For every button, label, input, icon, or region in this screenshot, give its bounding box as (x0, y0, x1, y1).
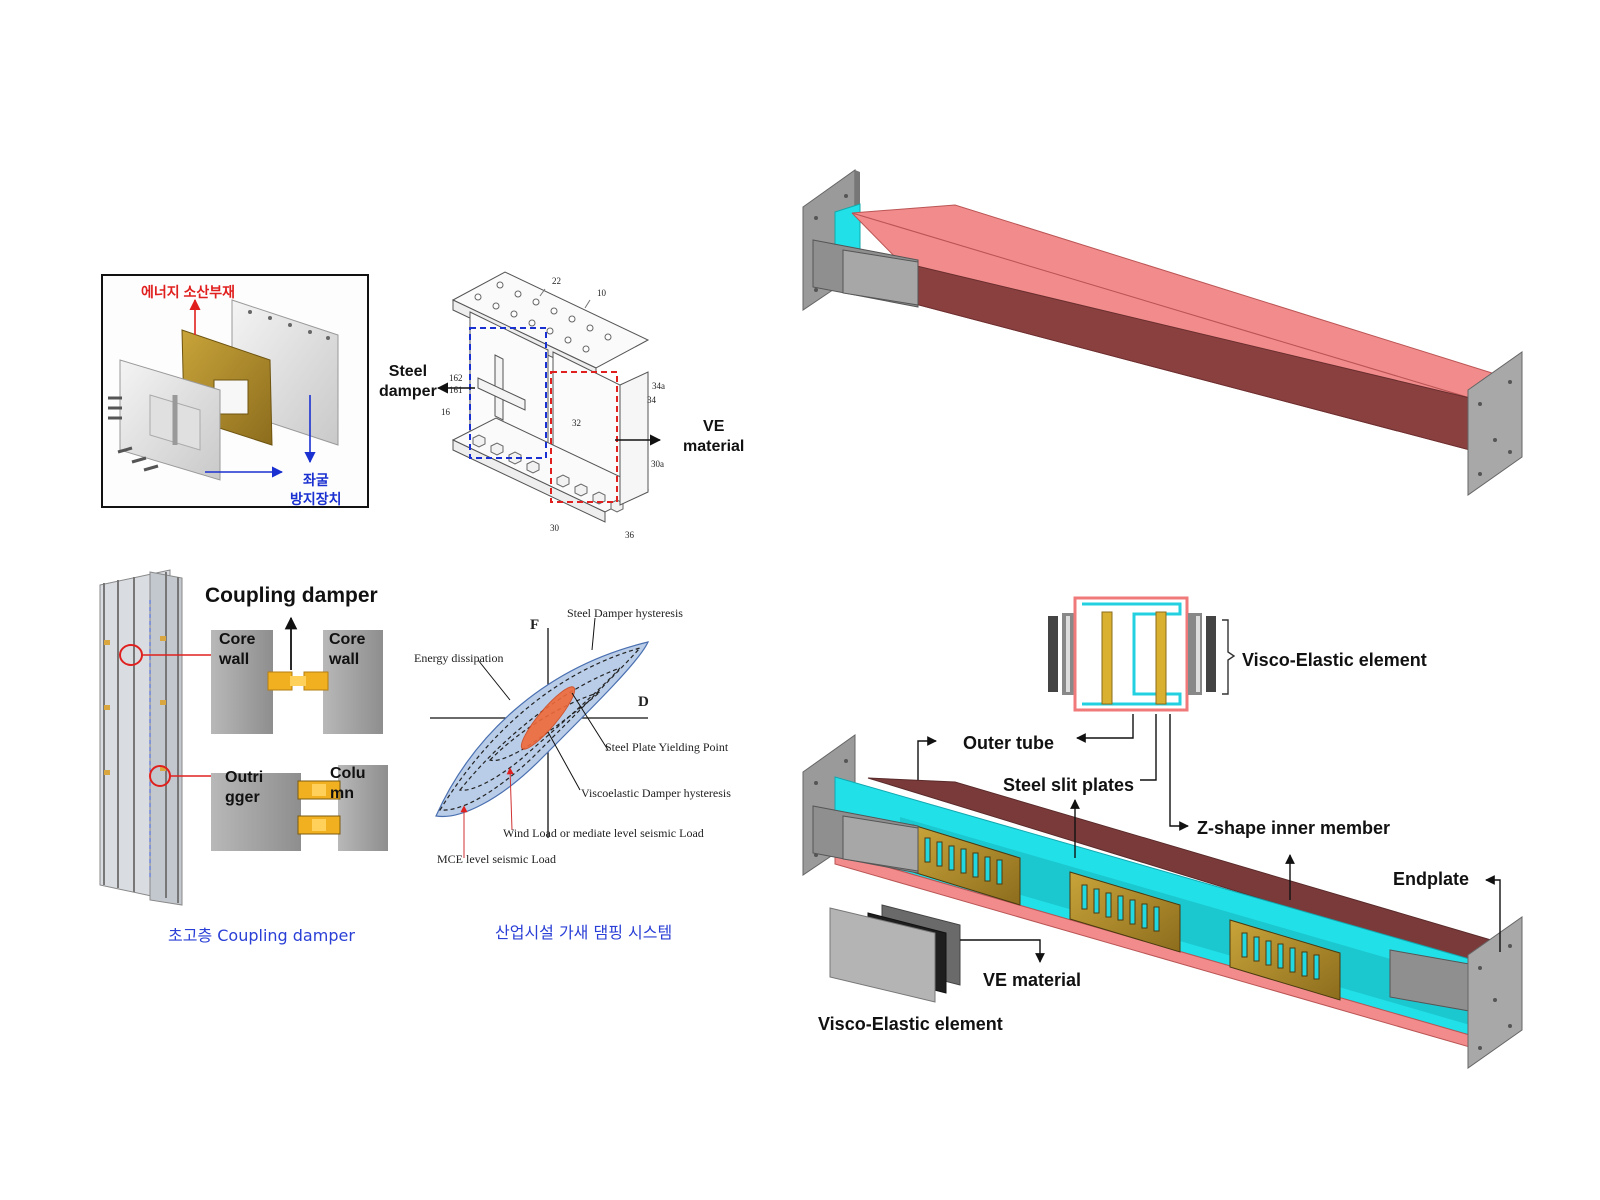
coupling-damper-caption: 초고층 Coupling damper (168, 926, 355, 945)
part-number-34a: 34a (652, 381, 665, 391)
part-number-30a: 30a (651, 459, 664, 469)
section-slit-plate-right (1155, 611, 1167, 705)
part-number-22: 22 (552, 276, 561, 286)
panel-coupling-damper (99, 569, 388, 906)
steel-slit-plates-label: Steel slit plates (1003, 775, 1135, 795)
steel-damper-dashed-box (469, 327, 547, 459)
core-wall-left-block (211, 630, 273, 734)
top-bolt-holes (474, 281, 612, 353)
right-endplate (1467, 351, 1523, 496)
steel-slit-plate-2 (1069, 871, 1181, 953)
coupling-damper-right (303, 671, 329, 691)
visco-elastic-element-top-label: Visco-Elastic element (1242, 650, 1427, 670)
section-outer-tube (1073, 596, 1189, 712)
yielding-point-label: Steel Plate Yielding Point (605, 740, 729, 754)
column-block (338, 765, 388, 851)
wind-load-label: Wind Load or mediate level seismic Load (503, 826, 704, 840)
mce-load-label: MCE level seismic Load (437, 852, 556, 866)
f-axis-label: F (530, 617, 540, 633)
part-number-32: 32 (572, 418, 581, 428)
core-wall-left-label: Core wall (219, 631, 256, 668)
core-wall-right-block (323, 630, 383, 734)
ve-hysteresis-ellipse (520, 686, 576, 750)
ve-material-label-panel2: VE material (683, 418, 745, 455)
coupling-damper-title: Coupling damper (205, 584, 378, 607)
outrigger-block (211, 773, 301, 851)
bolts (108, 396, 159, 472)
panel-hybrid-damper-drawing (436, 271, 662, 523)
panel-hysteresis-diagram (430, 617, 650, 858)
mce-dashed-loop (438, 646, 642, 811)
energy-member-label: 에너지 소산부재 (141, 284, 236, 300)
ve-hysteresis-label: Viscoelastic Damper hysteresis (581, 786, 731, 800)
column-label: Colu mn (330, 765, 366, 802)
tower-dampers (104, 636, 166, 775)
section-slit-plate-left (1101, 611, 1113, 705)
anti-buckling-label-line2: 방지장치 (290, 491, 342, 507)
ve-material-dashed-box (550, 371, 618, 503)
part-number-162: 162 (449, 373, 463, 383)
steel-slit-plate-3 (1229, 919, 1341, 1001)
core-wall-right-label: Core wall (329, 631, 366, 668)
endplate-label: Endplate (1393, 869, 1470, 889)
anti-buckling-label-line1: 좌굴 (303, 472, 329, 488)
bottom-nuts (472, 434, 624, 513)
cut-right-endplate (1467, 916, 1523, 1069)
outrigger-label: Outri gger (225, 769, 264, 806)
cross-section-view (1048, 596, 1236, 712)
z-shape-inner-member-label: Z-shape inner member (1197, 818, 1391, 838)
steel-slit-plate-1 (912, 824, 1021, 906)
part-number-36: 36 (625, 530, 634, 540)
outer-tube-label: Outer tube (963, 733, 1055, 753)
part-number-161: 161 (449, 385, 463, 395)
section-z-member (1082, 602, 1182, 706)
ve-material-label-panel6: VE material (983, 970, 1082, 990)
steel-hysteresis-label: Steel Damper hysteresis (567, 606, 683, 620)
exploded-ve-element (829, 904, 961, 1003)
part-number-34: 34 (647, 395, 656, 405)
panel-brace-cutaway (802, 596, 1523, 1069)
part-number-10: 10 (597, 288, 606, 298)
energy-dissipation-label: Energy dissipation (414, 651, 504, 665)
part-number-30: 30 (550, 523, 559, 533)
damping-system-caption: 산업시설 가새 댐핑 시스템 (495, 923, 673, 942)
panel-energy-dissipation-assembly (101, 274, 369, 508)
steel-damper-label: Steel damper (379, 363, 437, 400)
panel-brace-assembled (802, 169, 1523, 496)
d-axis-label: D (638, 694, 649, 710)
part-number-16: 16 (441, 407, 450, 417)
coupling-damper-left (267, 671, 293, 691)
visco-elastic-element-bottom-label: Visco-Elastic element (818, 1014, 1003, 1034)
